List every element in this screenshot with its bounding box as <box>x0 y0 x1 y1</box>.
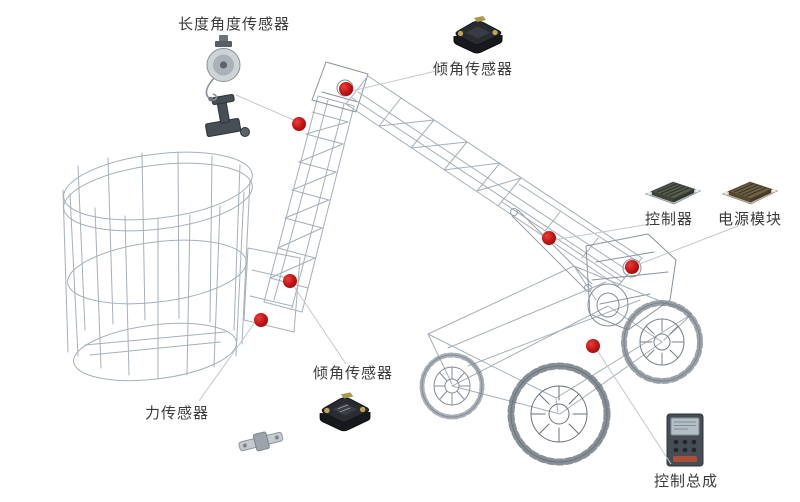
label-length-angle-sensor: 长度角度传感器 <box>177 15 291 33</box>
chassis <box>427 265 693 415</box>
label-force-sensor: 力传感器 <box>144 404 210 422</box>
label-tilt-sensor-top: 倾角传感器 <box>432 60 514 78</box>
label-power-module: 电源模块 <box>717 210 783 228</box>
basket-rotator <box>205 93 250 138</box>
power-module-icon <box>721 181 779 205</box>
telescopic-boom <box>345 75 643 287</box>
lower-knuckle <box>243 247 301 333</box>
label-control-assembly: 控制总成 <box>653 472 719 490</box>
tilt-sensor-icon-bottom <box>319 392 371 432</box>
load-cell-icon <box>238 431 284 452</box>
controller-module-icon <box>644 181 702 205</box>
wheel-rear-right <box>587 283 629 327</box>
draw-wire-sensor-icon <box>205 35 241 102</box>
control-assembly-icon <box>666 413 704 467</box>
label-controller: 控制器 <box>644 210 694 228</box>
label-tilt-sensor-bottom: 倾角传感器 <box>312 364 394 382</box>
lift-cylinder <box>510 208 593 292</box>
basket-wireframe <box>62 151 253 382</box>
riser-boom <box>263 95 355 313</box>
wheel-rear-left <box>419 352 485 420</box>
tilt-sensor-icon-top <box>453 16 503 54</box>
